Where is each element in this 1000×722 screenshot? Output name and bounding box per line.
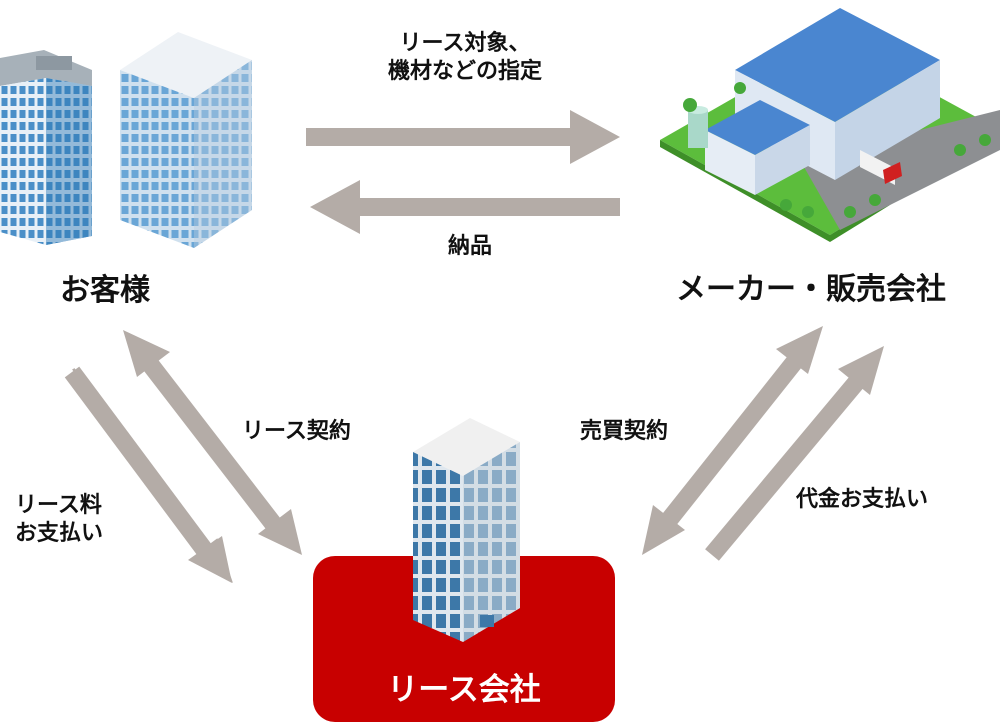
factory-icon	[660, 8, 1000, 242]
payment-label: 代金お支払い	[796, 487, 929, 512]
lease-fee-label: リース料 お支払い	[15, 492, 103, 547]
designation-line-2: 機材などの指定	[387, 58, 542, 84]
lease-fee-line-2: お支払い	[15, 520, 104, 546]
lease-company-label: リース会社	[387, 672, 541, 708]
customer-label: お客様	[60, 273, 150, 308]
customer-building-icon	[0, 32, 252, 248]
sales-contract-arrow	[657, 354, 804, 531]
delivery-arrow	[310, 180, 620, 234]
lease-contract-arrow	[142, 358, 286, 536]
maker-label: メーカー・販売会社	[676, 272, 946, 307]
lease-company-building-icon	[413, 418, 520, 642]
lease-fee-line-1: リース料	[15, 493, 102, 518]
designation-line-1: リース対象、	[399, 31, 531, 56]
payment-arrow	[705, 372, 867, 561]
delivery-label: 納品	[447, 234, 492, 259]
lease-contract-label: リース契約	[242, 419, 351, 444]
designation-arrow	[306, 110, 620, 164]
sales-contract-label: 売買契約	[580, 419, 669, 444]
designation-label: リース対象、 機材などの指定	[355, 30, 575, 85]
